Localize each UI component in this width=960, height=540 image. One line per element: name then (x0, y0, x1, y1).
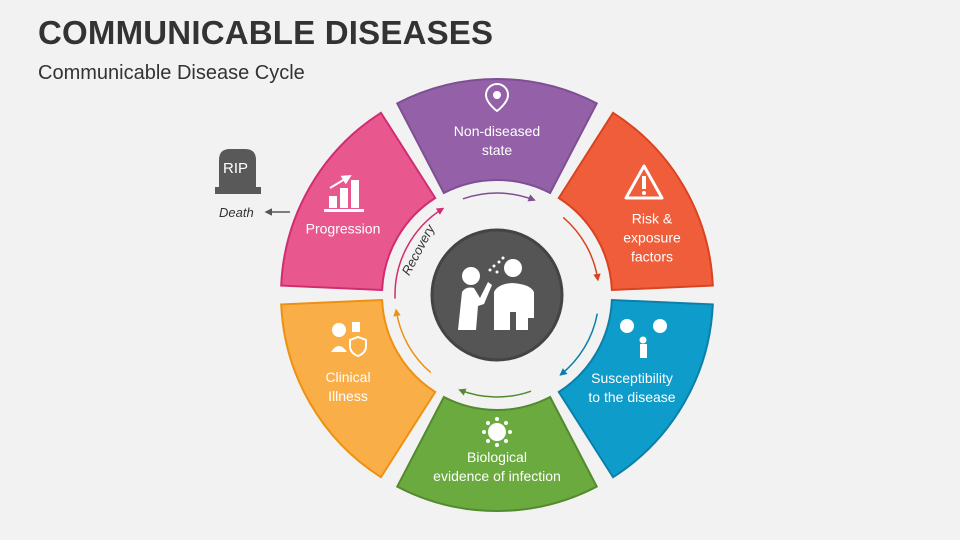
label-line: to the disease (588, 389, 676, 405)
segment-non-diseased (395, 78, 599, 195)
arrow-non-diseased (462, 192, 536, 202)
death-label: Death (219, 205, 254, 220)
label-line: Progression (305, 220, 381, 237)
growth-chart-icon (324, 174, 364, 212)
label-line: Clinical (325, 369, 371, 385)
arrow-biological-evidence (458, 388, 532, 398)
segment-label-non-diseased: Non-diseased state (454, 122, 540, 160)
label-line: evidence of infection (433, 468, 561, 484)
location-pin-virus-icon (484, 82, 510, 113)
label-line: Illness (328, 388, 368, 404)
label-line: Susceptibility (591, 370, 673, 386)
label-line: state (481, 142, 513, 158)
label-line: factors (630, 248, 673, 265)
page-title: COMMUNICABLE DISEASES (38, 14, 494, 51)
segment-biological-evidence (395, 395, 599, 512)
label-line: Non-diseased (453, 123, 541, 139)
label-line: Risk & (631, 210, 673, 227)
segment-label-susceptibility: Susceptibility to the disease (588, 369, 675, 407)
warning-icon (624, 164, 664, 200)
segment-clinical-illness (280, 298, 437, 479)
label-line: exposure (623, 229, 681, 246)
patient-iv-icon (331, 322, 367, 358)
rip-label: RIP (223, 160, 249, 177)
segment-susceptibility (557, 298, 714, 479)
arrow-clinical-illness (393, 308, 432, 374)
virus-icon (482, 417, 512, 447)
recovery-arrow (394, 207, 445, 299)
person-virus-icon (620, 319, 667, 358)
arrow-susceptibility (559, 313, 599, 376)
tombstone-icon (215, 149, 261, 194)
arrow-risk-exposure (562, 216, 601, 282)
segment-label-progression: Progression (306, 220, 381, 239)
page-subtitle: Communicable Disease Cycle (38, 62, 305, 84)
segment-risk-exposure (557, 111, 714, 292)
label-line: Biological (467, 449, 527, 465)
segment-label-biological: Biological evidence of infection (433, 448, 561, 486)
segment-label-risk: Risk & exposure factors (623, 210, 681, 267)
people-sneezing-icon (458, 256, 534, 330)
